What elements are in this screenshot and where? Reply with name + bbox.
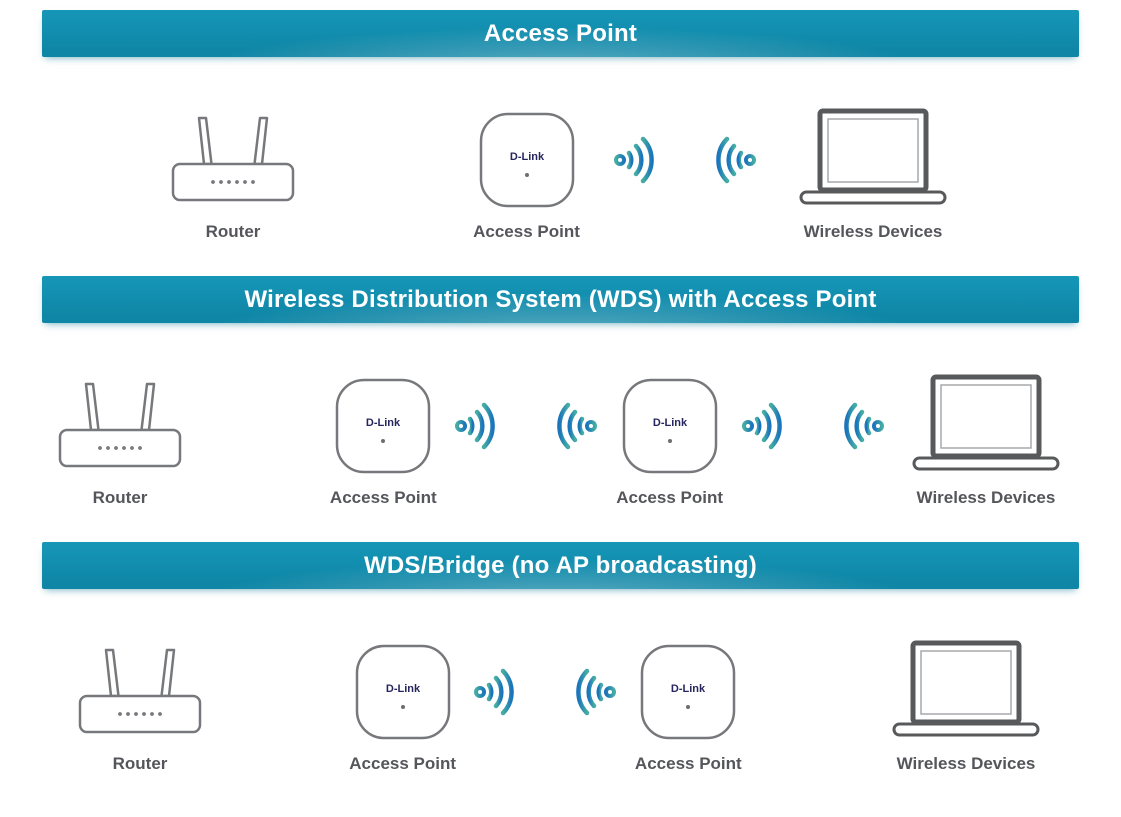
laptop-device: Wireless Devices	[906, 323, 1066, 528]
ap-brand-text: D-Link	[509, 151, 544, 163]
router-led-dots	[98, 445, 142, 450]
wifi-waves-left-icon	[576, 668, 617, 715]
ap-brand-text: D-Link	[366, 417, 401, 429]
access-point-device: D-Link Access Point	[330, 323, 437, 528]
section-title: WDS/Bridge (no AP broadcasting)	[364, 551, 757, 579]
section-3: WDS/Bridge (no AP broadcasting) Router	[0, 542, 1121, 794]
router-device: Router	[168, 57, 298, 262]
laptop-device: Wireless Devices	[793, 57, 953, 262]
access-point-device: D-Link Access Point	[349, 589, 456, 794]
section-title: Wireless Distribution System (WDS) with …	[244, 285, 877, 313]
wifi-waves-right-icon	[474, 668, 515, 715]
access-point-icon: D-Link	[479, 112, 574, 207]
ap-status-dot	[400, 704, 405, 709]
ap-brand-text: D-Link	[653, 417, 688, 429]
wired-link	[203, 421, 315, 431]
router-icon	[171, 116, 295, 201]
ap-brand-text: D-Link	[386, 683, 421, 695]
device-label: Router	[92, 487, 148, 507]
router-led-dots	[118, 711, 162, 716]
ap-brand-text: D-Link	[671, 683, 706, 695]
device-label: Router	[112, 753, 168, 773]
access-point-icon: D-Link	[355, 644, 450, 739]
wireless-link	[470, 661, 620, 723]
access-point-icon: D-Link	[641, 644, 736, 739]
device-label: Wireless Devices	[916, 487, 1056, 507]
device-row: Router D-Link Access Point	[0, 57, 1121, 262]
wifi-waves-right-icon	[455, 402, 496, 449]
laptop-icon	[799, 108, 947, 204]
device-label: Access Point	[616, 487, 724, 507]
section-banner: Wireless Distribution System (WDS) with …	[42, 276, 1079, 323]
wifi-waves-left-icon	[844, 402, 884, 449]
dashed-line-icon	[223, 688, 335, 695]
wifi-waves-right-icon	[613, 136, 654, 183]
section-1: Access Point Router	[0, 10, 1121, 262]
wifi-waves-left-icon	[557, 402, 598, 449]
ap-status-dot	[667, 438, 672, 443]
device-row: Router D-Link Access Point	[0, 323, 1121, 528]
section-banner: WDS/Bridge (no AP broadcasting)	[42, 542, 1079, 589]
wired-link	[331, 155, 443, 165]
device-row: Router D-Link Access Point	[0, 589, 1121, 794]
wired-link	[223, 687, 335, 697]
router-led-dots	[211, 179, 255, 184]
network-modes-diagram: Access Point Router	[0, 10, 1121, 794]
access-point-device: D-Link Access Point	[616, 323, 723, 528]
device-label: Router	[205, 221, 261, 241]
ap-status-dot	[524, 172, 529, 177]
access-point-device: D-Link Access Point	[635, 589, 742, 794]
device-label: Access Point	[349, 753, 457, 773]
device-label: Wireless Devices	[896, 753, 1036, 773]
wireless-link	[610, 129, 760, 191]
wifi-waves-right-icon	[741, 402, 782, 449]
device-label: Wireless Devices	[803, 221, 943, 241]
section-banner: Access Point	[42, 10, 1079, 57]
wifi-waves-left-icon	[715, 136, 756, 183]
dashed-line-icon	[331, 156, 443, 163]
laptop-icon	[912, 374, 1060, 470]
device-label: Access Point	[329, 487, 437, 507]
access-point-icon: D-Link	[336, 378, 431, 473]
laptop-icon	[892, 640, 1040, 736]
wired-link-light	[756, 687, 868, 697]
dashed-line-light-icon	[756, 688, 868, 695]
section-2: Wireless Distribution System (WDS) with …	[0, 276, 1121, 528]
router-device: Router	[55, 323, 185, 528]
laptop-device: Wireless Devices	[886, 589, 1046, 794]
device-label: Access Point	[634, 753, 742, 773]
router-icon	[78, 648, 202, 733]
ap-status-dot	[381, 438, 386, 443]
ap-status-dot	[686, 704, 691, 709]
device-label: Access Point	[473, 221, 580, 241]
wireless-link	[738, 395, 888, 457]
router-icon	[58, 382, 182, 467]
dashed-line-icon	[203, 422, 315, 429]
router-device: Router	[75, 589, 205, 794]
access-point-icon: D-Link	[622, 378, 717, 473]
wireless-link	[451, 395, 601, 457]
access-point-device: D-Link Access Point	[473, 57, 580, 262]
section-title: Access Point	[483, 19, 638, 47]
